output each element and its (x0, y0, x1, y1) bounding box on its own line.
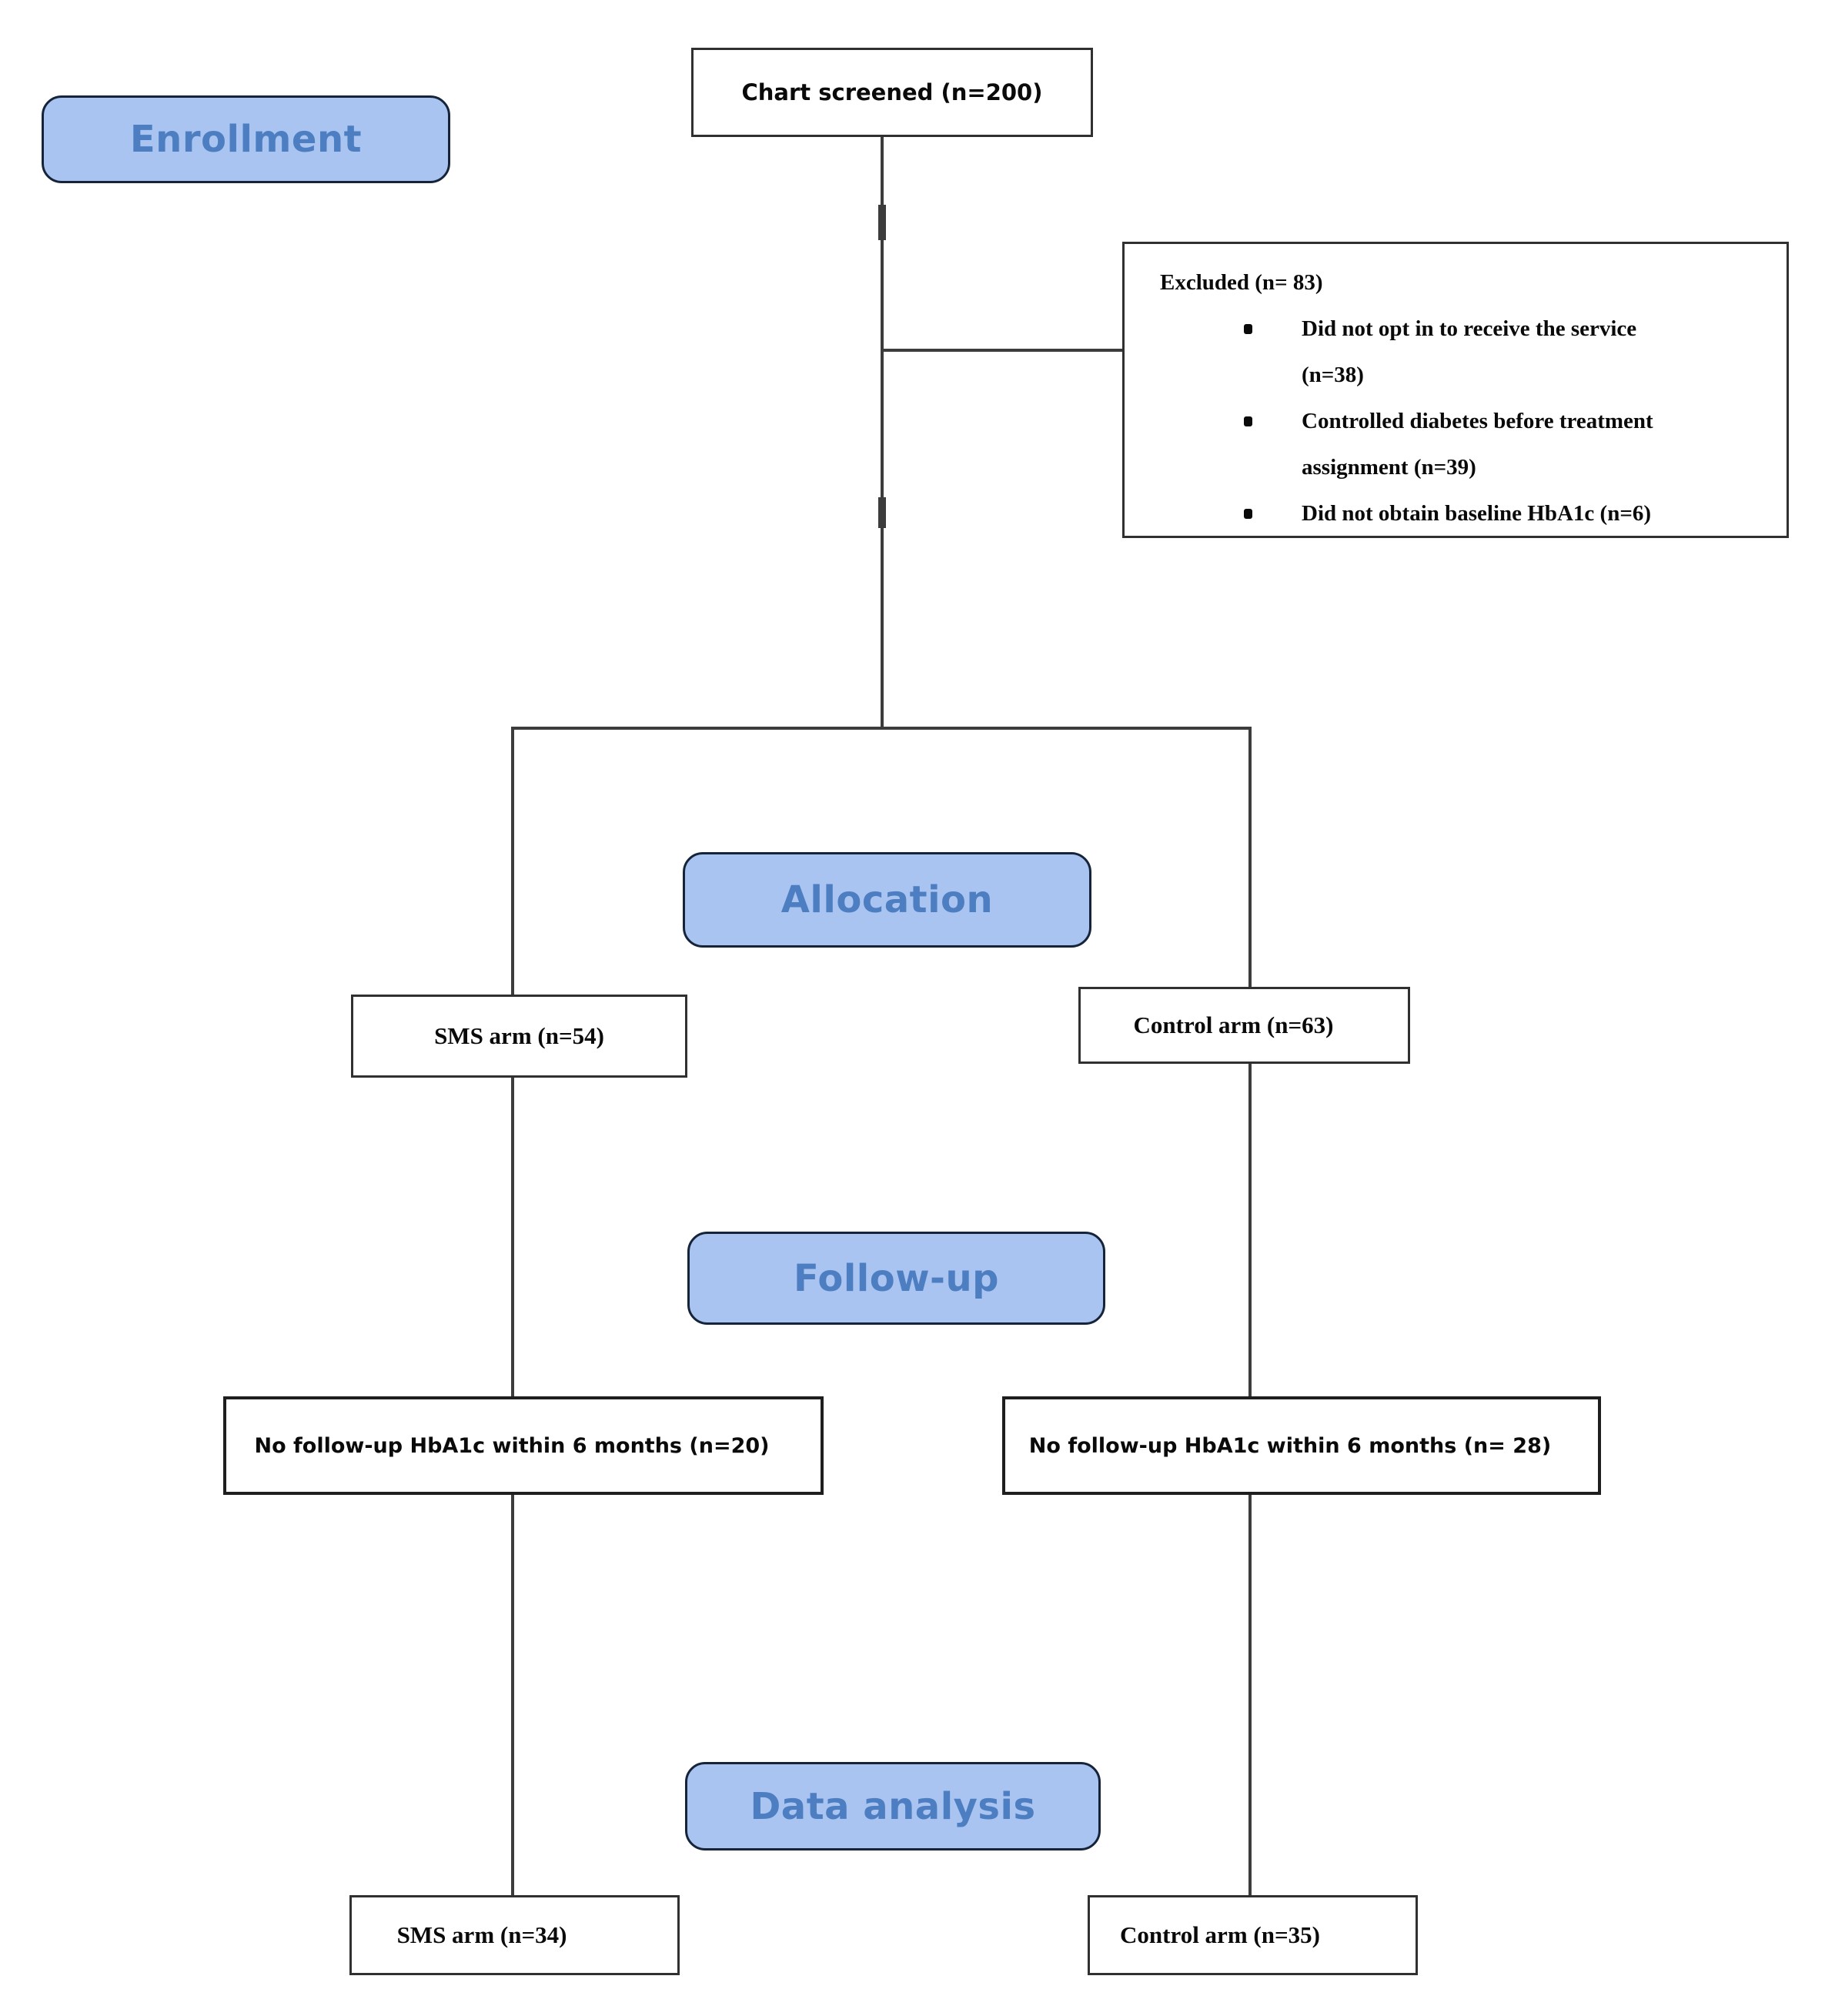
no-followup-sms-box: No follow-up HbA1c within 6 months (n=20… (223, 1396, 824, 1495)
connector-control-to-analysis (1248, 1495, 1252, 1897)
connector-sms-to-followup (511, 1078, 514, 1398)
excluded-box: Excluded (n= 83) Did not opt in to recei… (1122, 242, 1789, 538)
excluded-bullet-optin-line2: (n=38) (1302, 363, 1364, 387)
excluded-bullet-controlled: Controlled diabetes before treatment ass… (1242, 398, 1653, 490)
excluded-bullet-baseline-line1: Did not obtain baseline HbA1c (n=6) (1302, 501, 1652, 526)
connector-screened-to-branch (881, 137, 884, 728)
sms-arm-analysis-label: SMS arm (n=34) (396, 1921, 567, 1948)
excluded-bullet-optin: Did not opt in to receive the service (n… (1242, 306, 1653, 398)
excluded-bullet-controlled-line2: assignment (n=39) (1302, 455, 1476, 480)
stage-allocation: Allocation (683, 852, 1091, 948)
excluded-bullet-baseline: Did not obtain baseline HbA1c (n=6) (1242, 490, 1653, 537)
sms-arm-analysis-box: SMS arm (n=34) (349, 1895, 680, 1975)
control-arm-allocation-box: Control arm (n=63) (1078, 987, 1410, 1064)
stage-data-analysis-label: Data analysis (750, 1784, 1036, 1828)
stage-followup-label: Follow-up (794, 1256, 999, 1300)
stage-enrollment: Enrollment (42, 95, 450, 183)
control-arm-allocation-label: Control arm (n=63) (1133, 1011, 1334, 1038)
stage-allocation-label: Allocation (780, 878, 994, 921)
connector-sms-to-analysis (511, 1495, 514, 1897)
stage-enrollment-label: Enrollment (129, 118, 363, 161)
no-followup-sms-label: No follow-up HbA1c within 6 months (n=20… (254, 1433, 770, 1458)
control-arm-analysis-box: Control arm (n=35) (1088, 1895, 1418, 1975)
sms-arm-allocation-box: SMS arm (n=54) (351, 995, 687, 1078)
control-arm-analysis-label: Control arm (n=35) (1120, 1921, 1320, 1948)
no-followup-control-label: No follow-up HbA1c within 6 months (n= 2… (1028, 1433, 1552, 1458)
connector-dash-upper (878, 205, 886, 240)
no-followup-control-box: No follow-up HbA1c within 6 months (n= 2… (1002, 1396, 1601, 1495)
connector-branch-to-control (1248, 727, 1252, 988)
stage-followup: Follow-up (687, 1232, 1105, 1325)
stage-data-analysis: Data analysis (685, 1762, 1101, 1851)
connector-to-excluded (882, 349, 1122, 352)
excluded-bullet-controlled-line1: Controlled diabetes before treatment (1302, 409, 1653, 433)
excluded-bullet-list: Did not opt in to receive the service (n… (1125, 306, 1669, 537)
chart-screened-box: Chart screened (n=200) (691, 48, 1093, 137)
sms-arm-allocation-label: SMS arm (n=54) (434, 1022, 604, 1049)
connector-control-to-followup (1248, 1064, 1252, 1398)
excluded-title: Excluded (n= 83) (1160, 270, 1323, 295)
excluded-bullet-optin-line1: Did not opt in to receive the service (1302, 316, 1637, 341)
connector-branch-to-sms (511, 727, 514, 996)
connector-branch-horizontal (511, 727, 1252, 730)
chart-screened-label: Chart screened (n=200) (741, 79, 1043, 105)
connector-dash-lower (878, 497, 886, 528)
